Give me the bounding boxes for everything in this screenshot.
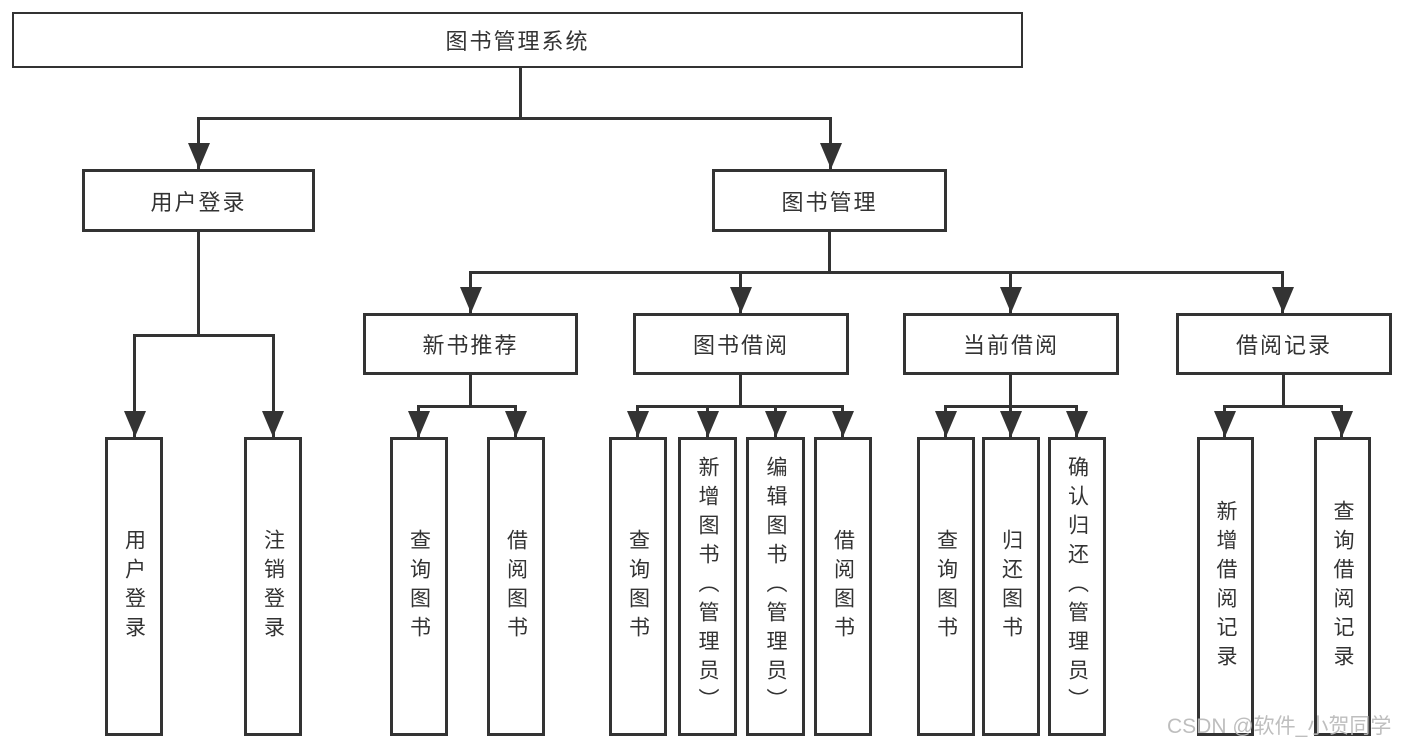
node-book-management-label: 图书管理 — [781, 189, 878, 215]
node-user-login-label: 用户登录 — [150, 189, 247, 215]
connector-line — [1009, 375, 1012, 408]
node-book-borrowing: 图书借阅 — [633, 313, 849, 375]
arrow-down-icon — [627, 411, 649, 437]
leaf-confirm-return-admin-label: 确认归还（管理员） — [1065, 456, 1089, 717]
leaf-user-login: 用户登录 — [105, 437, 163, 736]
leaf-query-books-3-label: 查询图书 — [934, 528, 958, 645]
leaf-logout: 注销登录 — [244, 437, 302, 736]
arrow-down-icon — [1000, 287, 1022, 313]
csdn-watermark: CSDN @软件_小贺同学 — [1167, 715, 1392, 738]
arrow-down-icon — [1066, 411, 1088, 437]
connector-line — [469, 271, 1284, 274]
leaf-add-books-admin-label: 新增图书（管理员） — [696, 456, 719, 717]
arrow-down-icon — [124, 411, 146, 437]
arrow-down-icon — [262, 411, 284, 437]
leaf-borrow-books-1: 借阅图书 — [487, 437, 545, 736]
node-new-book-recommend: 新书推荐 — [363, 313, 578, 375]
leaf-query-books-2: 查询图书 — [609, 437, 667, 736]
leaf-return-books-label: 归还图书 — [999, 528, 1023, 645]
leaf-query-books-1-label: 查询图书 — [407, 528, 431, 645]
leaf-borrow-books-2-label: 借阅图书 — [831, 528, 855, 645]
connector-line — [636, 405, 844, 408]
leaf-user-login-label: 用户登录 — [122, 528, 146, 645]
node-book-management: 图书管理 — [712, 169, 947, 232]
connector-line — [469, 375, 472, 408]
leaf-query-books-3: 查询图书 — [917, 437, 975, 736]
leaf-logout-label: 注销登录 — [261, 528, 285, 645]
leaf-query-borrow-record: 查询借阅记录 — [1314, 437, 1371, 736]
leaf-add-borrow-record: 新增借阅记录 — [1197, 437, 1254, 736]
arrow-down-icon — [935, 411, 957, 437]
leaf-query-borrow-record-label: 查询借阅记录 — [1331, 499, 1354, 674]
arrow-down-icon — [408, 411, 430, 437]
node-current-borrowing: 当前借阅 — [903, 313, 1119, 375]
arrow-down-icon — [1214, 411, 1236, 437]
connector-line — [1223, 405, 1343, 408]
node-borrowing-records-label: 借阅记录 — [1235, 333, 1332, 358]
connector-line — [133, 334, 136, 437]
node-borrowing-records: 借阅记录 — [1176, 313, 1392, 375]
leaf-edit-books-admin: 编辑图书（管理员） — [746, 437, 805, 736]
arrow-down-icon — [730, 287, 752, 313]
connector-line — [197, 117, 832, 120]
connector-line — [197, 232, 200, 337]
node-library-system: 图书管理系统 — [12, 12, 1023, 68]
leaf-edit-books-admin-label: 编辑图书（管理员） — [764, 456, 787, 717]
arrow-down-icon — [832, 411, 854, 437]
arrow-down-icon — [697, 411, 719, 437]
leaf-add-books-admin: 新增图书（管理员） — [678, 437, 737, 736]
node-book-borrowing-label: 图书借阅 — [692, 333, 789, 358]
node-library-system-label: 图书管理系统 — [445, 29, 590, 54]
arrow-down-icon — [765, 411, 787, 437]
leaf-borrow-books-1-label: 借阅图书 — [504, 528, 528, 645]
arrow-down-icon — [1331, 411, 1353, 437]
leaf-add-borrow-record-label: 新增借阅记录 — [1214, 499, 1237, 674]
arrow-down-icon — [505, 411, 527, 437]
leaf-query-books-2-label: 查询图书 — [626, 528, 650, 645]
node-user-login: 用户登录 — [82, 169, 315, 232]
leaf-return-books: 归还图书 — [982, 437, 1040, 736]
arrow-down-icon — [1000, 411, 1022, 437]
leaf-confirm-return-admin: 确认归还（管理员） — [1048, 437, 1106, 736]
connector-line — [519, 68, 522, 120]
connector-line — [828, 232, 831, 274]
arrow-down-icon — [820, 143, 842, 169]
connector-line — [1282, 375, 1285, 408]
node-new-book-recommend-label: 新书推荐 — [422, 333, 519, 358]
connector-line — [272, 334, 275, 437]
arrow-down-icon — [188, 143, 210, 169]
leaf-borrow-books-2: 借阅图书 — [814, 437, 872, 736]
arrow-down-icon — [460, 287, 482, 313]
connector-line — [417, 405, 517, 408]
arrow-down-icon — [1272, 287, 1294, 313]
node-current-borrowing-label: 当前借阅 — [962, 333, 1059, 358]
leaf-query-books-1: 查询图书 — [390, 437, 448, 736]
connector-line — [739, 375, 742, 408]
connector-line — [133, 334, 275, 337]
